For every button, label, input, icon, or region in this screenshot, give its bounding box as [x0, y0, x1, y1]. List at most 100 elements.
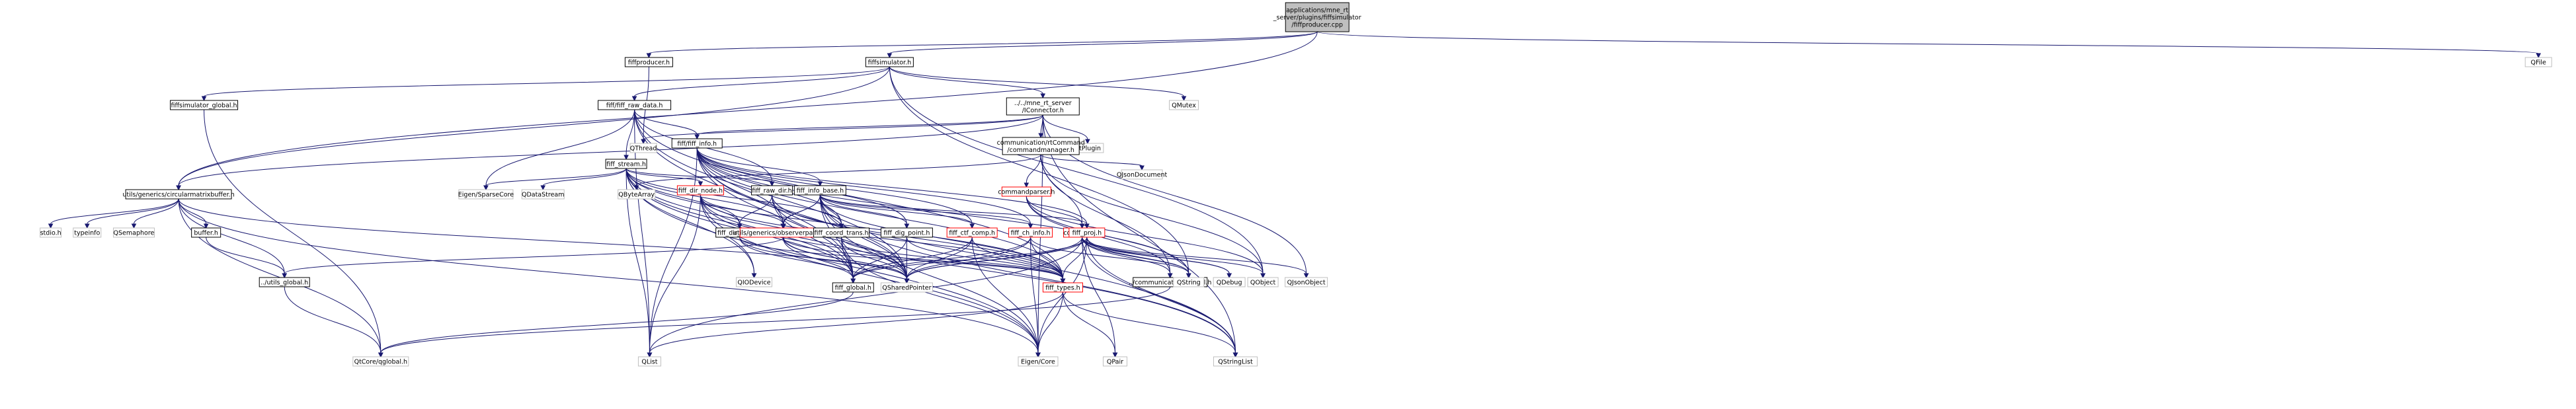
node-fiff-info-base[interactable]: fiff_info_base.h: [793, 185, 846, 196]
edge-line: [739, 237, 854, 279]
node-fiff-info[interactable]: fiff/fiff_info.h: [671, 138, 723, 149]
edge-line: [1082, 237, 1115, 353]
node-box: [1213, 277, 1246, 287]
edge-fiff_types-to-qstringlist: [1062, 291, 1238, 358]
node-label: communication/rtCommand: [997, 139, 1085, 147]
node-buffer-h[interactable]: buffer.h: [191, 227, 221, 238]
edge-arrowhead: [781, 223, 787, 229]
node-label: fiffsimulator.h: [868, 59, 911, 67]
node-fiff-raw-data[interactable]: fiff/fiff_raw_data.h: [598, 100, 672, 110]
edge-line: [178, 198, 382, 353]
edge-line: [852, 237, 907, 279]
edge-line: [696, 147, 1236, 353]
edge-line: [178, 31, 1318, 186]
node-box: [1285, 2, 1349, 32]
edge-arrowhead: [751, 273, 757, 279]
node-cmdparser[interactable]: commandparser.h: [998, 186, 1055, 197]
edge-line: [819, 194, 1236, 353]
node-fiff-dir-node[interactable]: fiff_dir_node.h: [676, 185, 724, 196]
node-fiffsim-global[interactable]: fiffsimulator_global.h: [170, 100, 239, 110]
node-fiff-global[interactable]: fiff_global.h: [832, 282, 874, 293]
edge-line: [889, 66, 1043, 94]
node-circbuffer[interactable]: utils/generics/circularmatrixbuffer.h: [122, 189, 235, 200]
edge-line: [178, 198, 1039, 353]
node-box: [671, 138, 723, 149]
edge-line: [852, 237, 973, 279]
edge-line: [1042, 114, 1088, 140]
edge-fiff_info_base-to-fiff_dig_point: [819, 194, 910, 229]
edge-line: [643, 114, 1043, 140]
node-fiff-raw-dir[interactable]: fiff_raw_dir.h: [751, 185, 793, 196]
edge-fiffsimulator_h-to-fiffsim_global: [201, 66, 890, 102]
node-label: QThread: [630, 145, 657, 153]
node-utils-global[interactable]: ../utils_global.h: [259, 277, 310, 287]
node-cmdmanager[interactable]: communication/rtCommand/commandmanager.h: [997, 137, 1085, 155]
node-box: [1008, 227, 1053, 238]
edge-line: [625, 168, 701, 182]
node-fiffsimulator-h[interactable]: fiffsimulator.h: [865, 57, 914, 67]
edge-layer: [48, 31, 2542, 358]
node-fiff-proj[interactable]: fiff_proj.h: [1068, 227, 1106, 238]
edge-line: [485, 109, 635, 186]
edge-line: [1082, 237, 1264, 274]
node-qsharedptr: QSharedPointer: [880, 282, 933, 293]
node-label: commandparser.h: [998, 189, 1055, 196]
node-qjsondoc: QJsonDocument: [1117, 169, 1167, 180]
edge-line: [178, 198, 285, 274]
node-root[interactable]: applications/mne_rt_server/plugins/fiffs…: [1273, 2, 1361, 32]
edge-line: [1086, 237, 1236, 353]
edge-line: [636, 154, 1041, 186]
node-label: fiff_ctf_comp.h: [949, 230, 995, 237]
edge-line: [696, 147, 907, 279]
node-box: [125, 189, 232, 200]
edge-arrowhead: [203, 223, 209, 229]
node-label: Eigen/Core: [1021, 359, 1055, 366]
edge-line: [906, 237, 1063, 279]
node-label: fiff_proj.h: [1072, 230, 1102, 237]
node-qiodevice: QIODevice: [736, 277, 773, 287]
node-fiff-types[interactable]: fiff_types.h: [1042, 282, 1083, 293]
node-fiff-ctf-comp[interactable]: fiff_ctf_comp.h: [946, 227, 998, 238]
edge-circbuffer-to-stdio: [48, 198, 179, 229]
edge-line: [1082, 237, 1236, 353]
node-fiff-ch-info[interactable]: fiff_ch_info.h: [1008, 227, 1053, 238]
node-box: [1018, 356, 1059, 367]
edge-line: [696, 147, 1088, 225]
node-label: QDataStream: [522, 192, 565, 199]
node-fiffproducer-h[interactable]: fiffproducer.h: [624, 57, 673, 67]
edge-line: [696, 147, 1031, 225]
node-fiff-dig-point[interactable]: fiff_dig_point.h: [880, 227, 933, 238]
edge-fiff_types-to-qpair: [1062, 291, 1118, 358]
edge-arrowhead: [483, 185, 489, 191]
edge-line: [1062, 237, 1088, 279]
edge-line: [819, 194, 854, 279]
edge-line: [1082, 237, 1307, 274]
edge-line: [782, 237, 1063, 279]
edge-line: [133, 198, 179, 225]
edge-fiff_id-to-qsharedptr: [782, 237, 910, 284]
node-fiff-coord-trans[interactable]: fiff_coord_trans.h: [813, 227, 870, 238]
edge-line: [819, 194, 1063, 279]
edge-line: [819, 194, 1031, 225]
node-iconnector[interactable]: ../../mne_rt_server/IConnector.h: [1006, 97, 1080, 116]
edge-observerpattern-to-qsharedptr: [783, 237, 910, 284]
edge-line: [634, 66, 890, 97]
node-qfile: QFile: [2524, 57, 2552, 67]
edge-arrowhead: [1035, 352, 1041, 358]
node-label: QStringList: [1218, 359, 1253, 366]
edge-arrowhead: [48, 223, 54, 229]
node-fiff-stream[interactable]: fiff_stream.h: [605, 159, 647, 169]
edge-line: [739, 237, 1063, 279]
edge-line: [889, 66, 1264, 274]
edge-root-to-circbuffer: [176, 31, 1318, 191]
edge-arrowhead: [641, 139, 646, 145]
edge-iconnector-to-circbuffer: [176, 114, 1043, 191]
node-label: QSemaphore: [114, 230, 155, 237]
edge-line: [649, 147, 698, 353]
edge-fiff_stream-to-eigen_core: [625, 168, 1041, 358]
edge-line: [700, 194, 907, 279]
edge-arrowhead: [131, 223, 137, 229]
edge-arrowhead: [1038, 133, 1043, 139]
node-label: stdio.h: [40, 230, 61, 237]
